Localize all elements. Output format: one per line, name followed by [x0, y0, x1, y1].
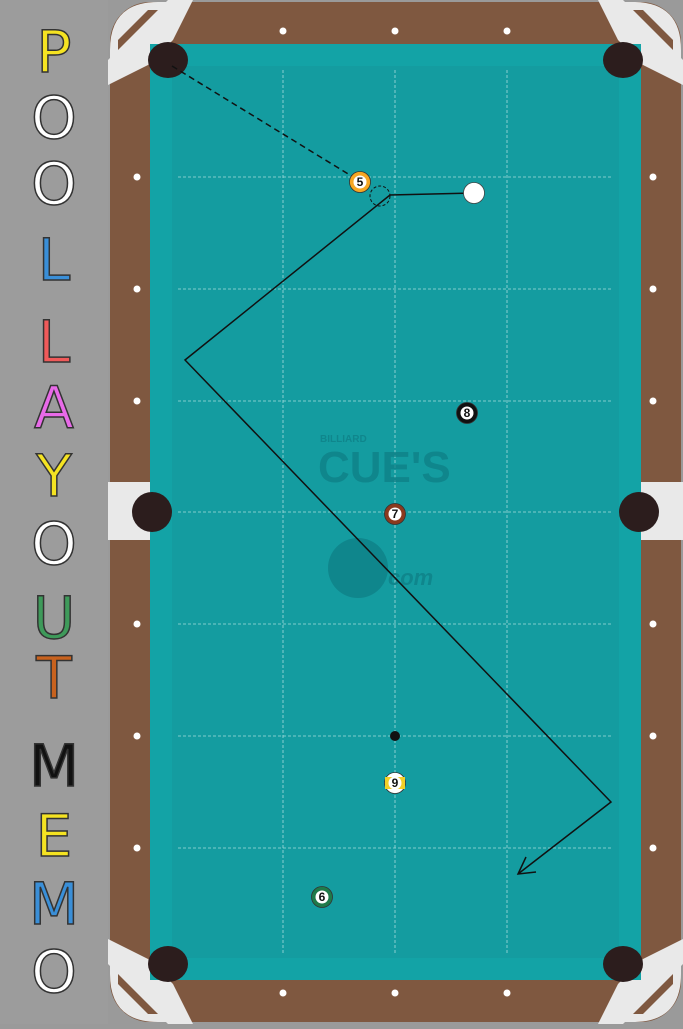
ball-6-label: 6: [319, 890, 326, 904]
diamond: [649, 173, 657, 181]
title-letter: L: [37, 308, 71, 376]
title-letter: Y: [36, 442, 73, 510]
ball-5-face: [353, 175, 367, 189]
diamond: [391, 27, 399, 35]
diamond: [503, 989, 511, 997]
ball-8-label: 8: [464, 406, 471, 420]
aim-line: [171, 65, 359, 181]
diamond: [279, 989, 287, 997]
title-letter: O: [30, 510, 77, 578]
diamond: [649, 397, 657, 405]
title-letter: A: [33, 374, 74, 442]
pocket-bottom-left: [148, 946, 188, 982]
diamond: [391, 989, 399, 997]
watermark-small: BILLIARD: [320, 434, 367, 445]
title-letter: L: [37, 226, 71, 294]
ball-6[interactable]: 6: [311, 886, 333, 908]
title-letter: O: [30, 84, 77, 152]
diamond: [133, 620, 141, 628]
ball-9[interactable]: 9: [384, 772, 406, 794]
arrow-head-icon: [516, 856, 537, 875]
ball-7-face: [388, 507, 402, 521]
corner-plate-bl: [108, 939, 193, 1024]
diamonds: [133, 27, 657, 997]
corner-top-right: [621, 2, 681, 62]
pocket-mid-left: [132, 492, 172, 532]
ball-8-face: [460, 406, 474, 420]
pockets: [132, 42, 659, 982]
pool-table[interactable]: BILLIARD CUE'S com 5 8 7: [108, 0, 683, 1024]
diamond: [503, 27, 511, 35]
ghost-ball: [369, 185, 391, 207]
corner-bottom-left: [110, 962, 170, 1022]
ball-7[interactable]: 7: [384, 503, 406, 525]
grid-lines: [178, 70, 613, 955]
pocket-mid-right: [619, 492, 659, 532]
title-letter: O: [30, 938, 77, 1006]
diamond: [133, 285, 141, 293]
corner-plate-tl: [108, 0, 193, 85]
ball-8[interactable]: 8: [456, 402, 478, 424]
title-letter: O: [30, 150, 77, 218]
diamond: [649, 844, 657, 852]
corner-bottom-right: [621, 962, 681, 1022]
corner-plate-br: [598, 939, 683, 1024]
ball-7-label: 7: [392, 507, 399, 521]
diamond: [133, 173, 141, 181]
diamond: [649, 620, 657, 628]
pocket-bottom-right: [603, 946, 643, 982]
ball-9-face: [388, 776, 402, 790]
diamond: [133, 397, 141, 405]
title-letter: P: [36, 18, 72, 86]
pocket-top-right: [603, 42, 643, 78]
title-letter: M: [28, 732, 80, 800]
foot-spot: [390, 731, 400, 741]
diamond: [133, 844, 141, 852]
table-svg: BILLIARD CUE'S com 5 8 7: [108, 0, 683, 1024]
corner-plate-tr: [598, 0, 683, 85]
cue-path: [183, 192, 613, 875]
watermark-logo-icon: [328, 538, 388, 598]
diamond: [649, 285, 657, 293]
cue-ball[interactable]: [463, 182, 485, 204]
diamond: [133, 732, 141, 740]
pocket-top-left: [148, 42, 188, 78]
watermark-main: CUE'S: [318, 443, 451, 492]
diamond: [649, 732, 657, 740]
title-letter: U: [32, 584, 76, 652]
title-letter: E: [35, 802, 73, 870]
corner-top-left: [110, 2, 170, 62]
ball-6-face: [315, 890, 329, 904]
diamond: [279, 27, 287, 35]
ball-5-label: 5: [357, 175, 364, 189]
title-letter: T: [36, 644, 73, 712]
title-letter: M: [28, 870, 80, 938]
ball-5[interactable]: 5: [349, 171, 371, 193]
ball-9-label: 9: [392, 776, 399, 790]
